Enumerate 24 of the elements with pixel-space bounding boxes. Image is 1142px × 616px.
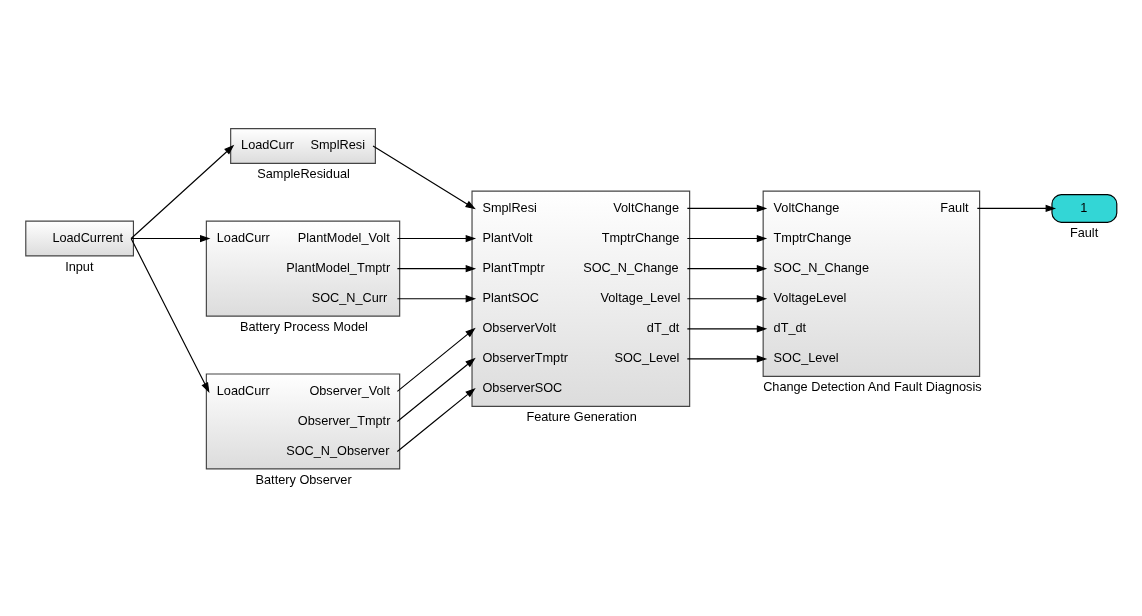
arrow [686, 295, 768, 303]
arrow [976, 204, 1057, 213]
arrow [396, 387, 476, 453]
arrow [686, 265, 768, 273]
node-label: Fault [1069, 225, 1099, 241]
node-label: Input [65, 258, 94, 274]
arrow [686, 204, 768, 213]
node-label: Battery Process Model [239, 318, 368, 334]
node-label: SampleResidual [257, 166, 350, 182]
arrow [396, 327, 476, 392]
arrow [686, 325, 768, 333]
arrow [130, 237, 210, 393]
arrow [686, 355, 768, 363]
arrow [372, 145, 476, 210]
node-label: Battery Observer [255, 471, 352, 487]
node-label: Change Detection And Fault Diagnosis [763, 379, 982, 395]
arrow [130, 234, 211, 243]
arrow [396, 295, 477, 303]
node-label: Feature Generation [526, 409, 637, 425]
arrow [396, 357, 476, 422]
arrow [130, 144, 235, 240]
arrow [686, 234, 768, 243]
arrow [396, 234, 477, 243]
arrow [396, 265, 477, 273]
